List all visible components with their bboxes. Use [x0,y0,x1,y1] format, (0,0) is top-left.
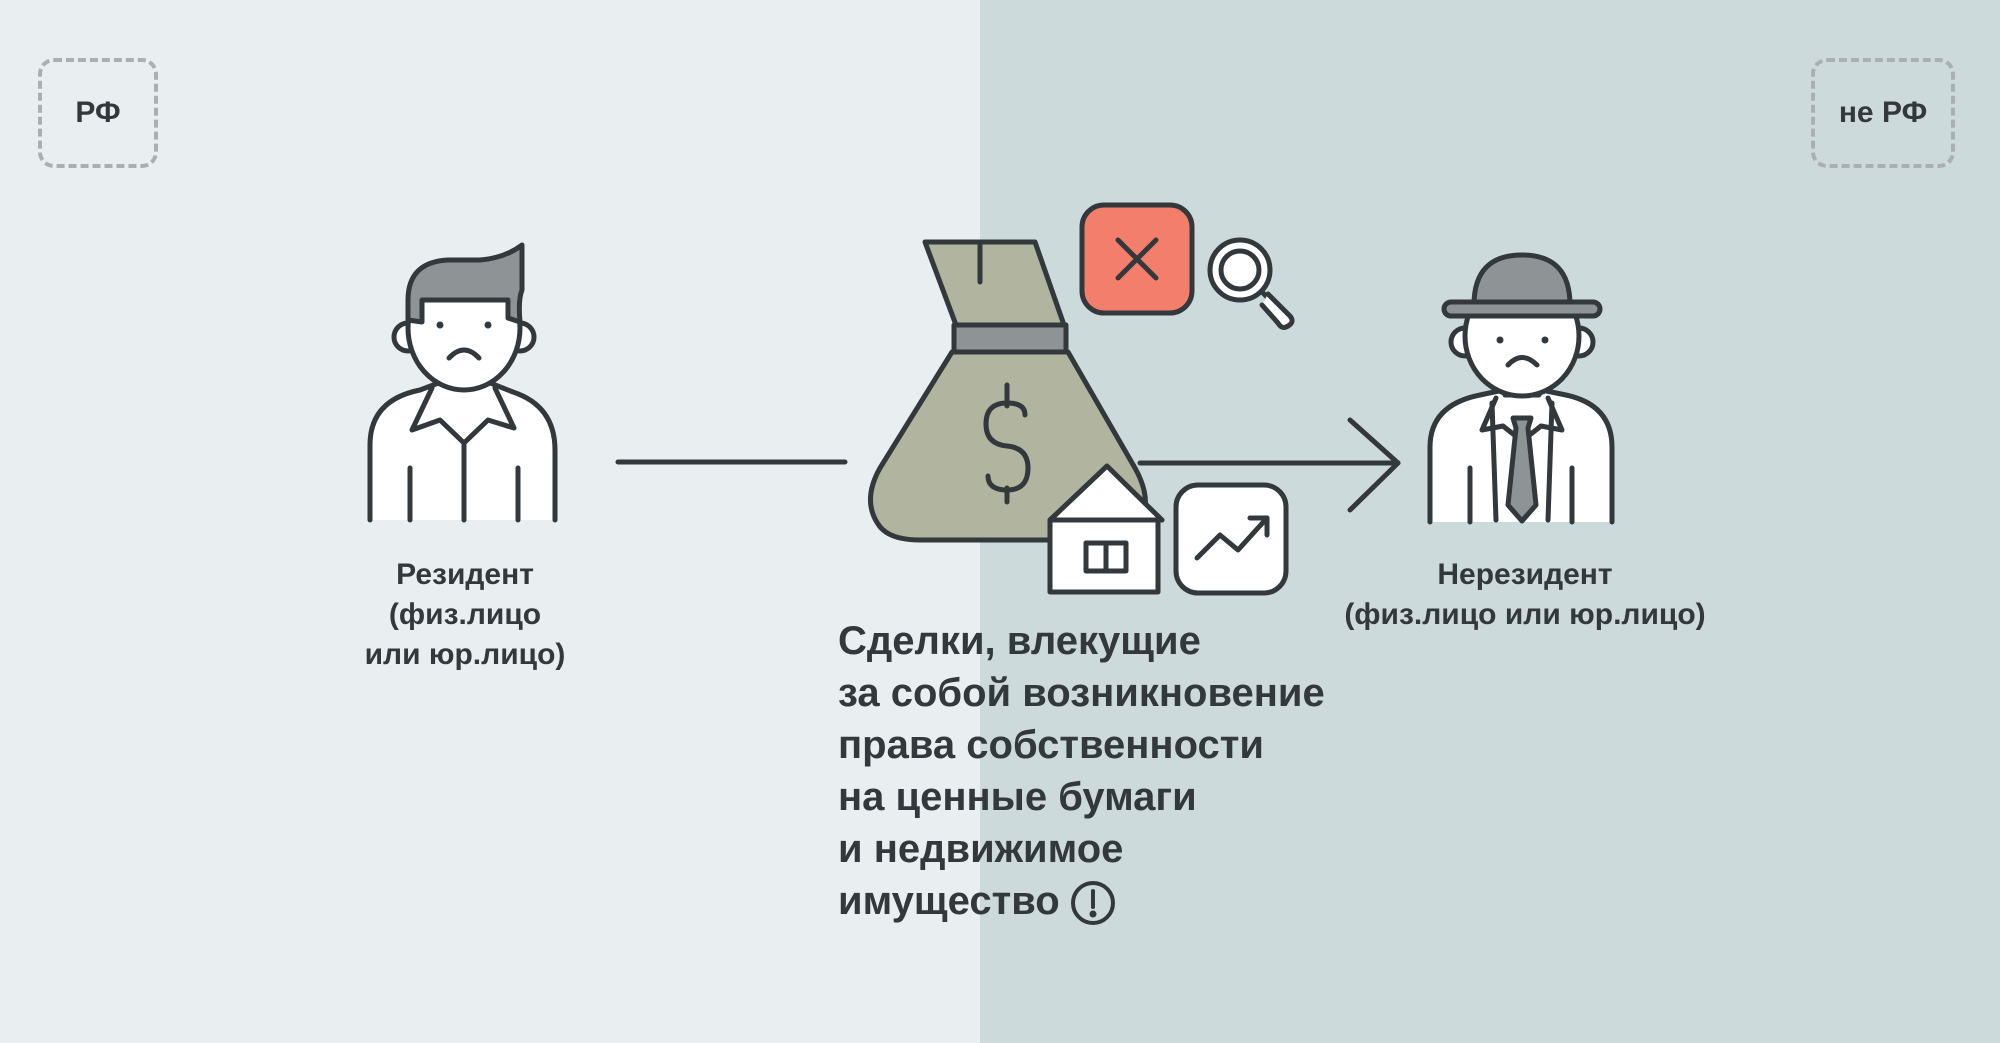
house-icon [1047,463,1165,595]
resident-person-icon [367,242,558,523]
nonresident-label: Нерезидент (физ.лицо или юр.лицо) [1300,555,1750,635]
exclamation-icon [1070,881,1115,926]
growth-chart-icon [1173,482,1289,596]
resident-label-line: или юр.лицо) [364,638,566,671]
nonresident-person-icon [1427,252,1615,525]
description-last-word: имущество [838,879,1060,923]
description-line: на ценные бумаги [838,775,1197,819]
magnifier-icon [1207,237,1295,330]
description-last-line: имущество [838,875,1458,927]
description-line: права собственности [838,723,1264,767]
cross-icon [1079,202,1195,316]
russia-zone [0,0,980,1043]
russia-zone-label: РФ [38,58,158,168]
description-line: и недвижимое [838,827,1124,871]
resident-label: Резидент (физ.лицо или юр.лицо) [310,555,620,675]
description-line: Сделки, влекущие [838,619,1201,663]
nonresident-label-line: (физ.лицо или юр.лицо) [1344,598,1706,631]
foreign-zone-label: не РФ [1811,58,1955,168]
description-line: за собой возникновение [838,671,1325,715]
arrow-icon [1137,417,1401,513]
nonresident-label-line: Нерезидент [1437,558,1613,591]
resident-label-line: Резидент [396,558,534,591]
resident-label-line: (физ.лицо [388,598,542,631]
transaction-description: Сделки, влекущие за собой возникновение … [838,615,1458,927]
